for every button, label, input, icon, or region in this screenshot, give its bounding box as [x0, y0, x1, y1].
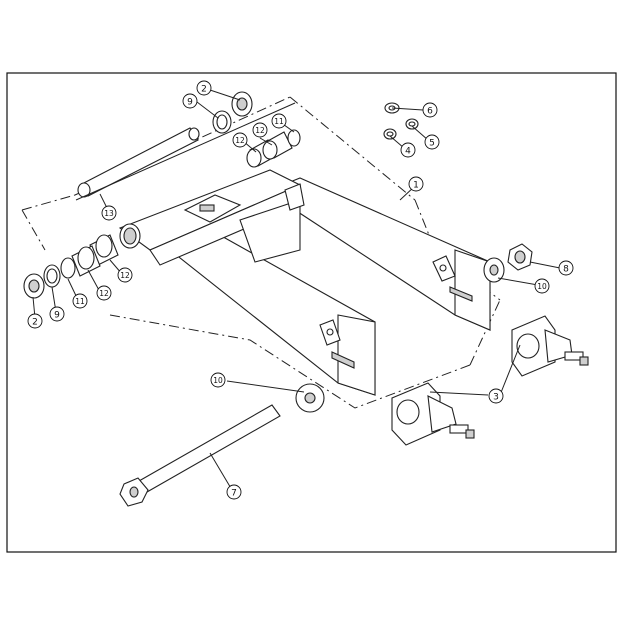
upper-washers — [212, 91, 253, 134]
svg-text:9: 9 — [54, 311, 60, 321]
axle-washer-lower — [295, 383, 325, 413]
svg-text:2: 2 — [32, 318, 38, 328]
svg-text:6: 6 — [427, 107, 433, 117]
callout-12-lower: 12 — [96, 285, 112, 301]
svg-text:10: 10 — [213, 376, 223, 385]
svg-text:4: 4 — [405, 147, 411, 157]
callout-12-upper-b: 12 — [232, 132, 248, 148]
swingarm — [118, 169, 491, 396]
lower-bushings — [23, 234, 119, 299]
svg-text:12: 12 — [99, 289, 109, 298]
callout-4: 4 — [400, 142, 416, 158]
callout-8: 8 — [558, 260, 574, 276]
axle-nut — [507, 243, 533, 271]
svg-text:11: 11 — [274, 117, 284, 126]
callout-12-lower-b: 12 — [117, 267, 133, 283]
svg-text:12: 12 — [255, 126, 265, 135]
callout-1: 1 — [408, 176, 424, 192]
svg-text:13: 13 — [104, 209, 114, 218]
axle-washer-upper — [483, 257, 505, 283]
callout-10-left: 10 — [210, 372, 226, 388]
svg-text:2: 2 — [201, 85, 207, 95]
callout-7: 7 — [226, 484, 242, 500]
svg-text:12: 12 — [120, 271, 130, 280]
svg-text:7: 7 — [231, 489, 237, 499]
callout-11-upper: 11 — [271, 113, 287, 129]
callout-6: 6 — [422, 102, 438, 118]
svg-text:1: 1 — [413, 181, 419, 191]
callout-9-lower: 9 — [49, 306, 65, 322]
chain-adjuster-lower — [391, 382, 475, 446]
callout-3: 3 — [488, 388, 504, 404]
rear-axle — [119, 404, 281, 507]
svg-text:8: 8 — [563, 265, 569, 275]
upper-bushings — [246, 129, 301, 168]
callout-10-right: 10 — [534, 278, 550, 294]
svg-text:3: 3 — [493, 393, 499, 403]
callout-2-upper: 2 — [196, 80, 212, 96]
diagram-frame — [6, 72, 617, 553]
callout-2-lower: 2 — [27, 313, 43, 329]
pivot-shaft — [77, 127, 200, 198]
chain-adjuster-upper — [511, 315, 589, 377]
callout-5: 5 — [424, 134, 440, 150]
svg-text:11: 11 — [75, 297, 85, 306]
svg-text:9: 9 — [187, 98, 193, 108]
callout-9-upper: 9 — [182, 93, 198, 109]
svg-text:5: 5 — [429, 139, 435, 149]
callout-11-lower: 11 — [72, 293, 88, 309]
callout-13: 13 — [101, 205, 117, 221]
svg-text:12: 12 — [235, 136, 245, 145]
svg-text:10: 10 — [537, 282, 547, 291]
callout-12-upper-a: 12 — [252, 122, 268, 138]
